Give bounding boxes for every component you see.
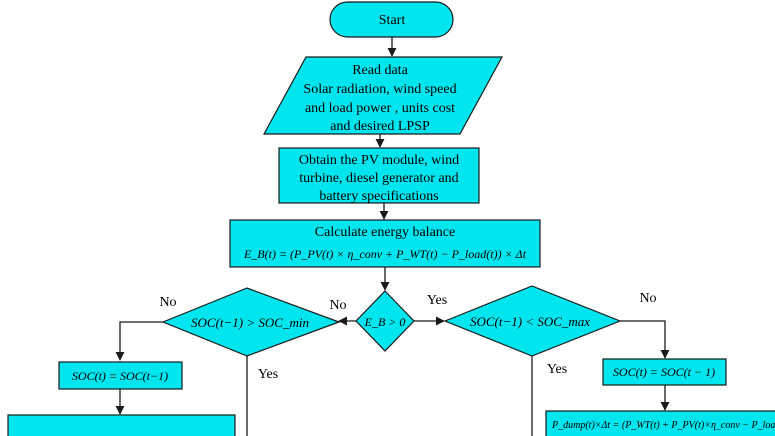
soc-max-decision-node: SOC(t−1) < SOC_max <box>443 285 622 357</box>
soc-hold-right-label: SOC(t) = SOC(t − 1) <box>613 365 715 379</box>
soc-max-yes-label: Yes <box>547 362 567 377</box>
read-data-line-1: Read data <box>352 63 408 78</box>
dump-formula: P_dump(t)×Δt = (P_WT(t) + P_PV(t)×η_conv… <box>551 420 775 431</box>
soc-max-no-label: No <box>639 291 656 306</box>
soc-hold-right-node: SOC(t) = SOC(t − 1) <box>602 358 727 386</box>
eb-no-label: No <box>329 298 346 313</box>
soc-min-decision-node: SOC(t−1) > SOC_min <box>161 287 341 357</box>
read-data-line-4: and desired LPSP <box>330 119 430 134</box>
soc-min-no-label: No <box>159 295 176 310</box>
energy-balance-node: Calculate energy balance E_B(t) = (P_PV(… <box>229 219 541 268</box>
soc-min-decision-label: SOC(t−1) > SOC_min <box>191 315 309 330</box>
eb-yes-label: Yes <box>427 293 447 308</box>
specs-line-2: turbine, diesel generator and <box>299 171 458 186</box>
specs-line-3: battery specifications <box>319 189 438 204</box>
eb-decision-node: E_B > 0 <box>355 290 415 352</box>
start-label: Start <box>379 13 406 28</box>
soc-hold-left-node: SOC(t) = SOC(t−1) <box>58 361 183 390</box>
left-bottom-process-node <box>7 414 236 436</box>
soc-hold-left-label: SOC(t) = SOC(t−1) <box>72 369 168 383</box>
energy-balance-title: Calculate energy balance <box>315 225 455 240</box>
read-data-line-2: Solar radiation, wind speed <box>303 82 456 97</box>
soc-min-yes-label: Yes <box>258 367 278 382</box>
read-data-node: Read data Solar radiation, wind speed an… <box>262 56 504 135</box>
arrow-soc-min-no <box>115 321 163 361</box>
eb-decision-label: E_B > 0 <box>364 315 406 329</box>
arrow-soc-max-no <box>620 320 670 359</box>
soc-max-decision-label: SOC(t−1) < SOC_max <box>470 314 590 329</box>
dump-process-node: P_dump(t)×Δt = (P_WT(t) + P_PV(t)×η_conv… <box>545 410 775 436</box>
specs-line-1: Obtain the PV module, wind <box>299 153 459 168</box>
specs-node: Obtain the PV module, wind turbine, dies… <box>278 147 480 204</box>
energy-balance-formula: E_B(t) = (P_PV(t) × η_conv + P_WT(t) − P… <box>243 247 527 261</box>
start-node: Start <box>329 1 454 38</box>
read-data-line-3: and load power , units cost <box>305 101 455 116</box>
